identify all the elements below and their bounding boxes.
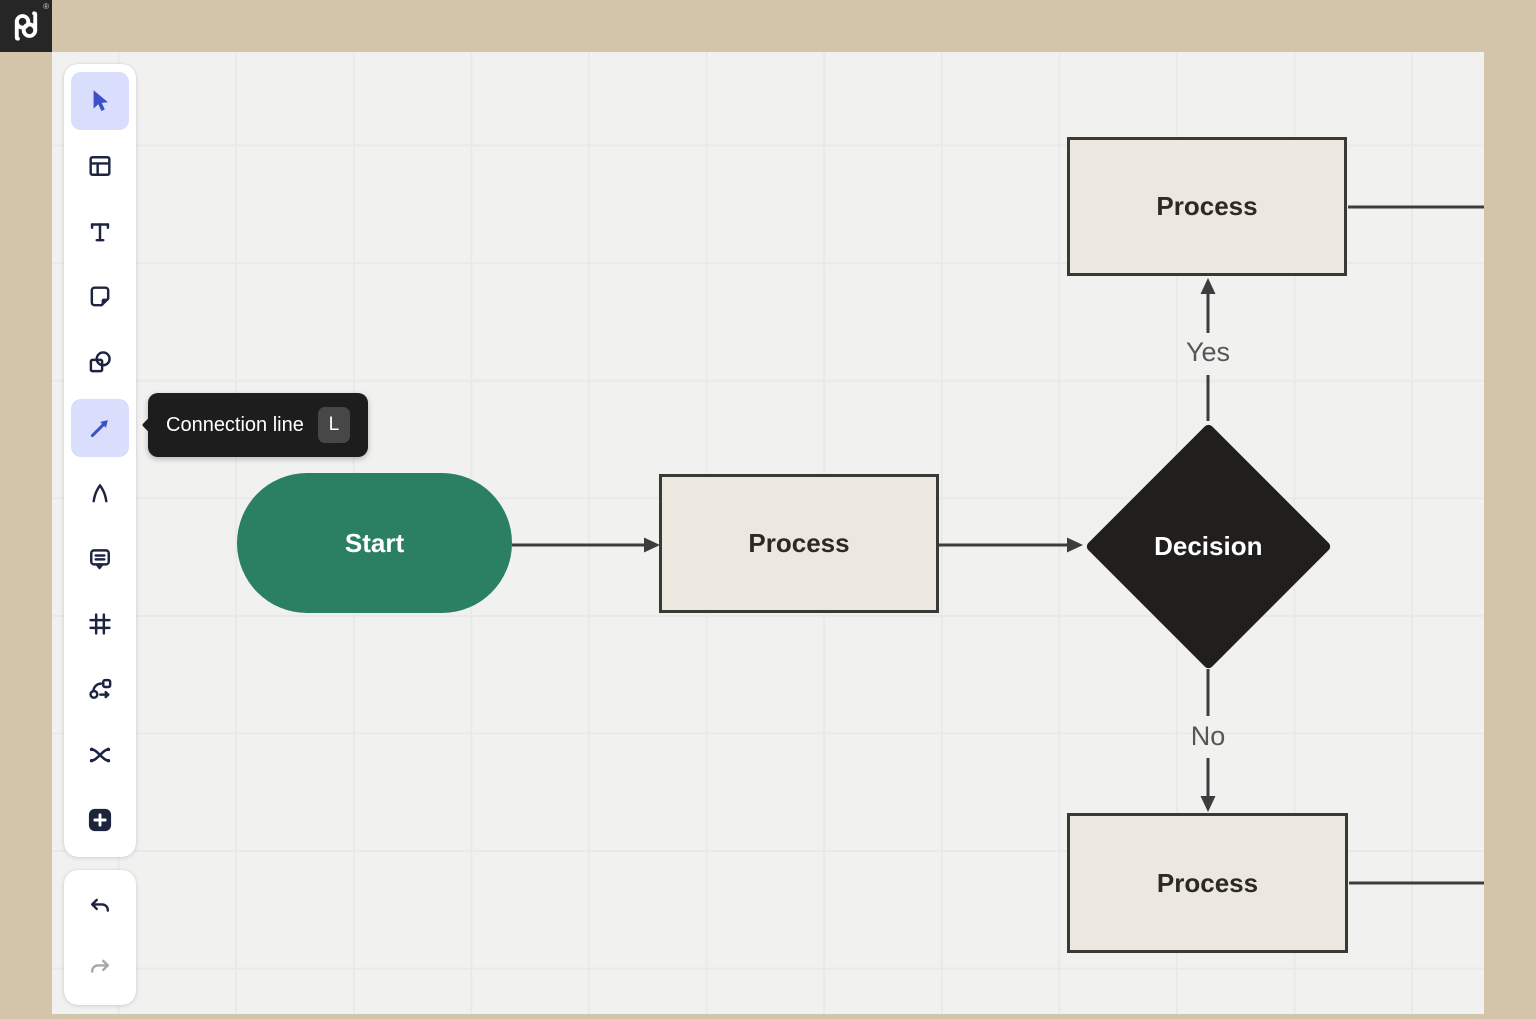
tool-text-button[interactable] <box>71 203 129 261</box>
tool-add-button[interactable] <box>71 791 129 849</box>
undo-icon <box>91 898 109 912</box>
tool-frame-button[interactable] <box>71 595 129 653</box>
sticky-note-icon <box>90 286 110 307</box>
tool-sticky-note-button[interactable] <box>71 268 129 326</box>
shuffle-icon <box>89 747 111 762</box>
edge-label-no[interactable]: No <box>1190 721 1226 751</box>
pandadoc-logo[interactable]: ® <box>0 0 52 52</box>
shapes-icon <box>89 351 111 373</box>
edge-label-yes[interactable]: Yes <box>1185 337 1231 367</box>
node-process-bottom-label: Process <box>1156 867 1259 898</box>
tool-select-button[interactable] <box>71 72 129 130</box>
tool-connection-line-button[interactable] <box>71 398 129 457</box>
node-start[interactable]: Start <box>237 473 512 613</box>
tooltip-label: Connection line <box>166 413 304 436</box>
comment-icon <box>90 548 110 569</box>
node-decision-label: Decision <box>1153 530 1263 561</box>
frame-icon <box>89 613 111 635</box>
node-process-top[interactable]: Process <box>1067 137 1347 276</box>
node-process-1-label: Process <box>748 528 850 558</box>
layout-icon <box>89 156 111 177</box>
pen-icon <box>92 483 108 503</box>
plus-icon <box>88 808 112 832</box>
connection-line-icon <box>90 419 108 437</box>
redo-button[interactable] <box>71 939 129 997</box>
tool-comment-button[interactable] <box>71 530 129 588</box>
cursor-icon <box>93 90 108 112</box>
tool-connector-button[interactable] <box>71 660 129 718</box>
node-process-bottom[interactable]: Process <box>1067 813 1348 953</box>
redo-icon <box>91 959 109 973</box>
tools-panel <box>64 64 136 857</box>
undo-button[interactable] <box>71 878 129 936</box>
pandadoc-logo-icon <box>14 11 38 41</box>
node-process-1[interactable]: Process <box>659 474 939 613</box>
connector-icon <box>89 679 112 700</box>
connection-line-tooltip: Connection line L <box>148 393 368 457</box>
text-icon <box>90 223 110 242</box>
node-start-label: Start <box>344 527 405 558</box>
tool-shuffle-button[interactable] <box>71 726 129 784</box>
tool-layout-button[interactable] <box>71 137 129 195</box>
tool-shapes-button[interactable] <box>71 333 129 391</box>
registered-mark: ® <box>43 2 49 11</box>
tool-pen-button[interactable] <box>71 464 129 522</box>
history-panel <box>64 870 136 1005</box>
tooltip-shortcut-badge: L <box>317 407 350 443</box>
node-process-top-label: Process <box>1156 191 1258 221</box>
